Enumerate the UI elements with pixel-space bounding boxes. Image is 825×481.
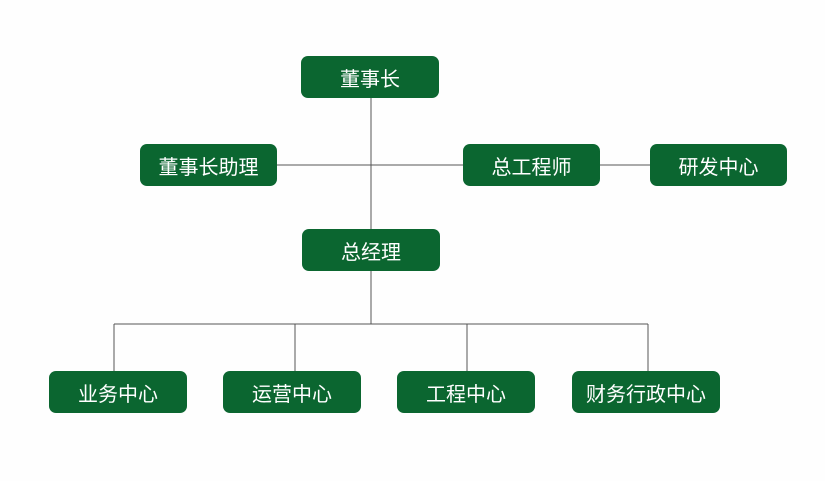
node-business-center-label: 业务中心 bbox=[78, 381, 158, 406]
node-operations-center: 运营中心 bbox=[223, 371, 361, 413]
node-general-manager: 总经理 bbox=[302, 229, 440, 271]
node-rd-center-label: 研发中心 bbox=[678, 154, 759, 179]
node-chairman-label: 董事长 bbox=[340, 66, 400, 91]
node-business-center: 业务中心 bbox=[49, 371, 187, 413]
node-chairman-assistant-label: 董事长助理 bbox=[158, 154, 259, 179]
node-operations-center-label: 运营中心 bbox=[252, 381, 332, 406]
node-chief-engineer-label: 总工程师 bbox=[491, 154, 572, 179]
node-chairman: 董事长 bbox=[301, 56, 439, 98]
node-general-manager-label: 总经理 bbox=[341, 239, 401, 264]
node-finance-admin-center-label: 财务行政中心 bbox=[586, 381, 706, 406]
node-chief-engineer: 总工程师 bbox=[463, 144, 600, 186]
node-finance-admin-center: 财务行政中心 bbox=[572, 371, 720, 413]
node-rd-center: 研发中心 bbox=[650, 144, 787, 186]
node-engineering-center-label: 工程中心 bbox=[426, 381, 506, 406]
node-engineering-center: 工程中心 bbox=[397, 371, 535, 413]
node-chairman-assistant: 董事长助理 bbox=[140, 144, 277, 186]
